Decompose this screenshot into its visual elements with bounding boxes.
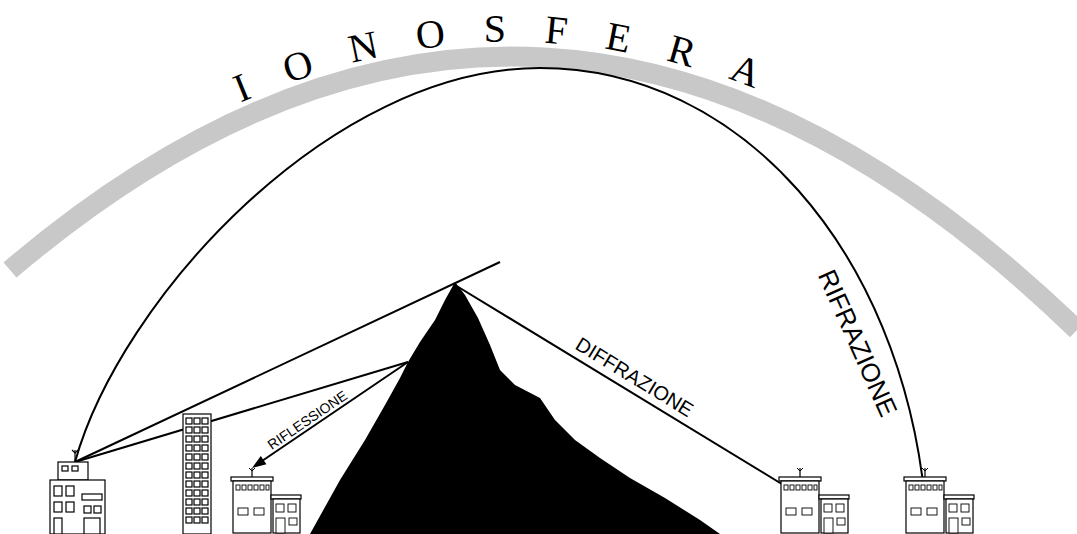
text-path: IONOSFERA [227,6,803,110]
reflection-label: RIFLESSIONE [265,388,349,452]
ionosphere-band [10,57,1077,330]
diffraction-ray [455,285,790,489]
ionosphere-label: IONOSFERA [227,6,803,110]
receiver-house [779,468,849,533]
tower-building [183,414,211,534]
arrow-head [252,456,266,468]
diffraction-label: DIFFRAZIONE [573,334,697,420]
receiver-house [231,468,301,533]
transmitter-building [50,450,105,534]
receiver-house [904,468,974,533]
ray-line [75,362,408,462]
reflection-ray [262,362,408,461]
